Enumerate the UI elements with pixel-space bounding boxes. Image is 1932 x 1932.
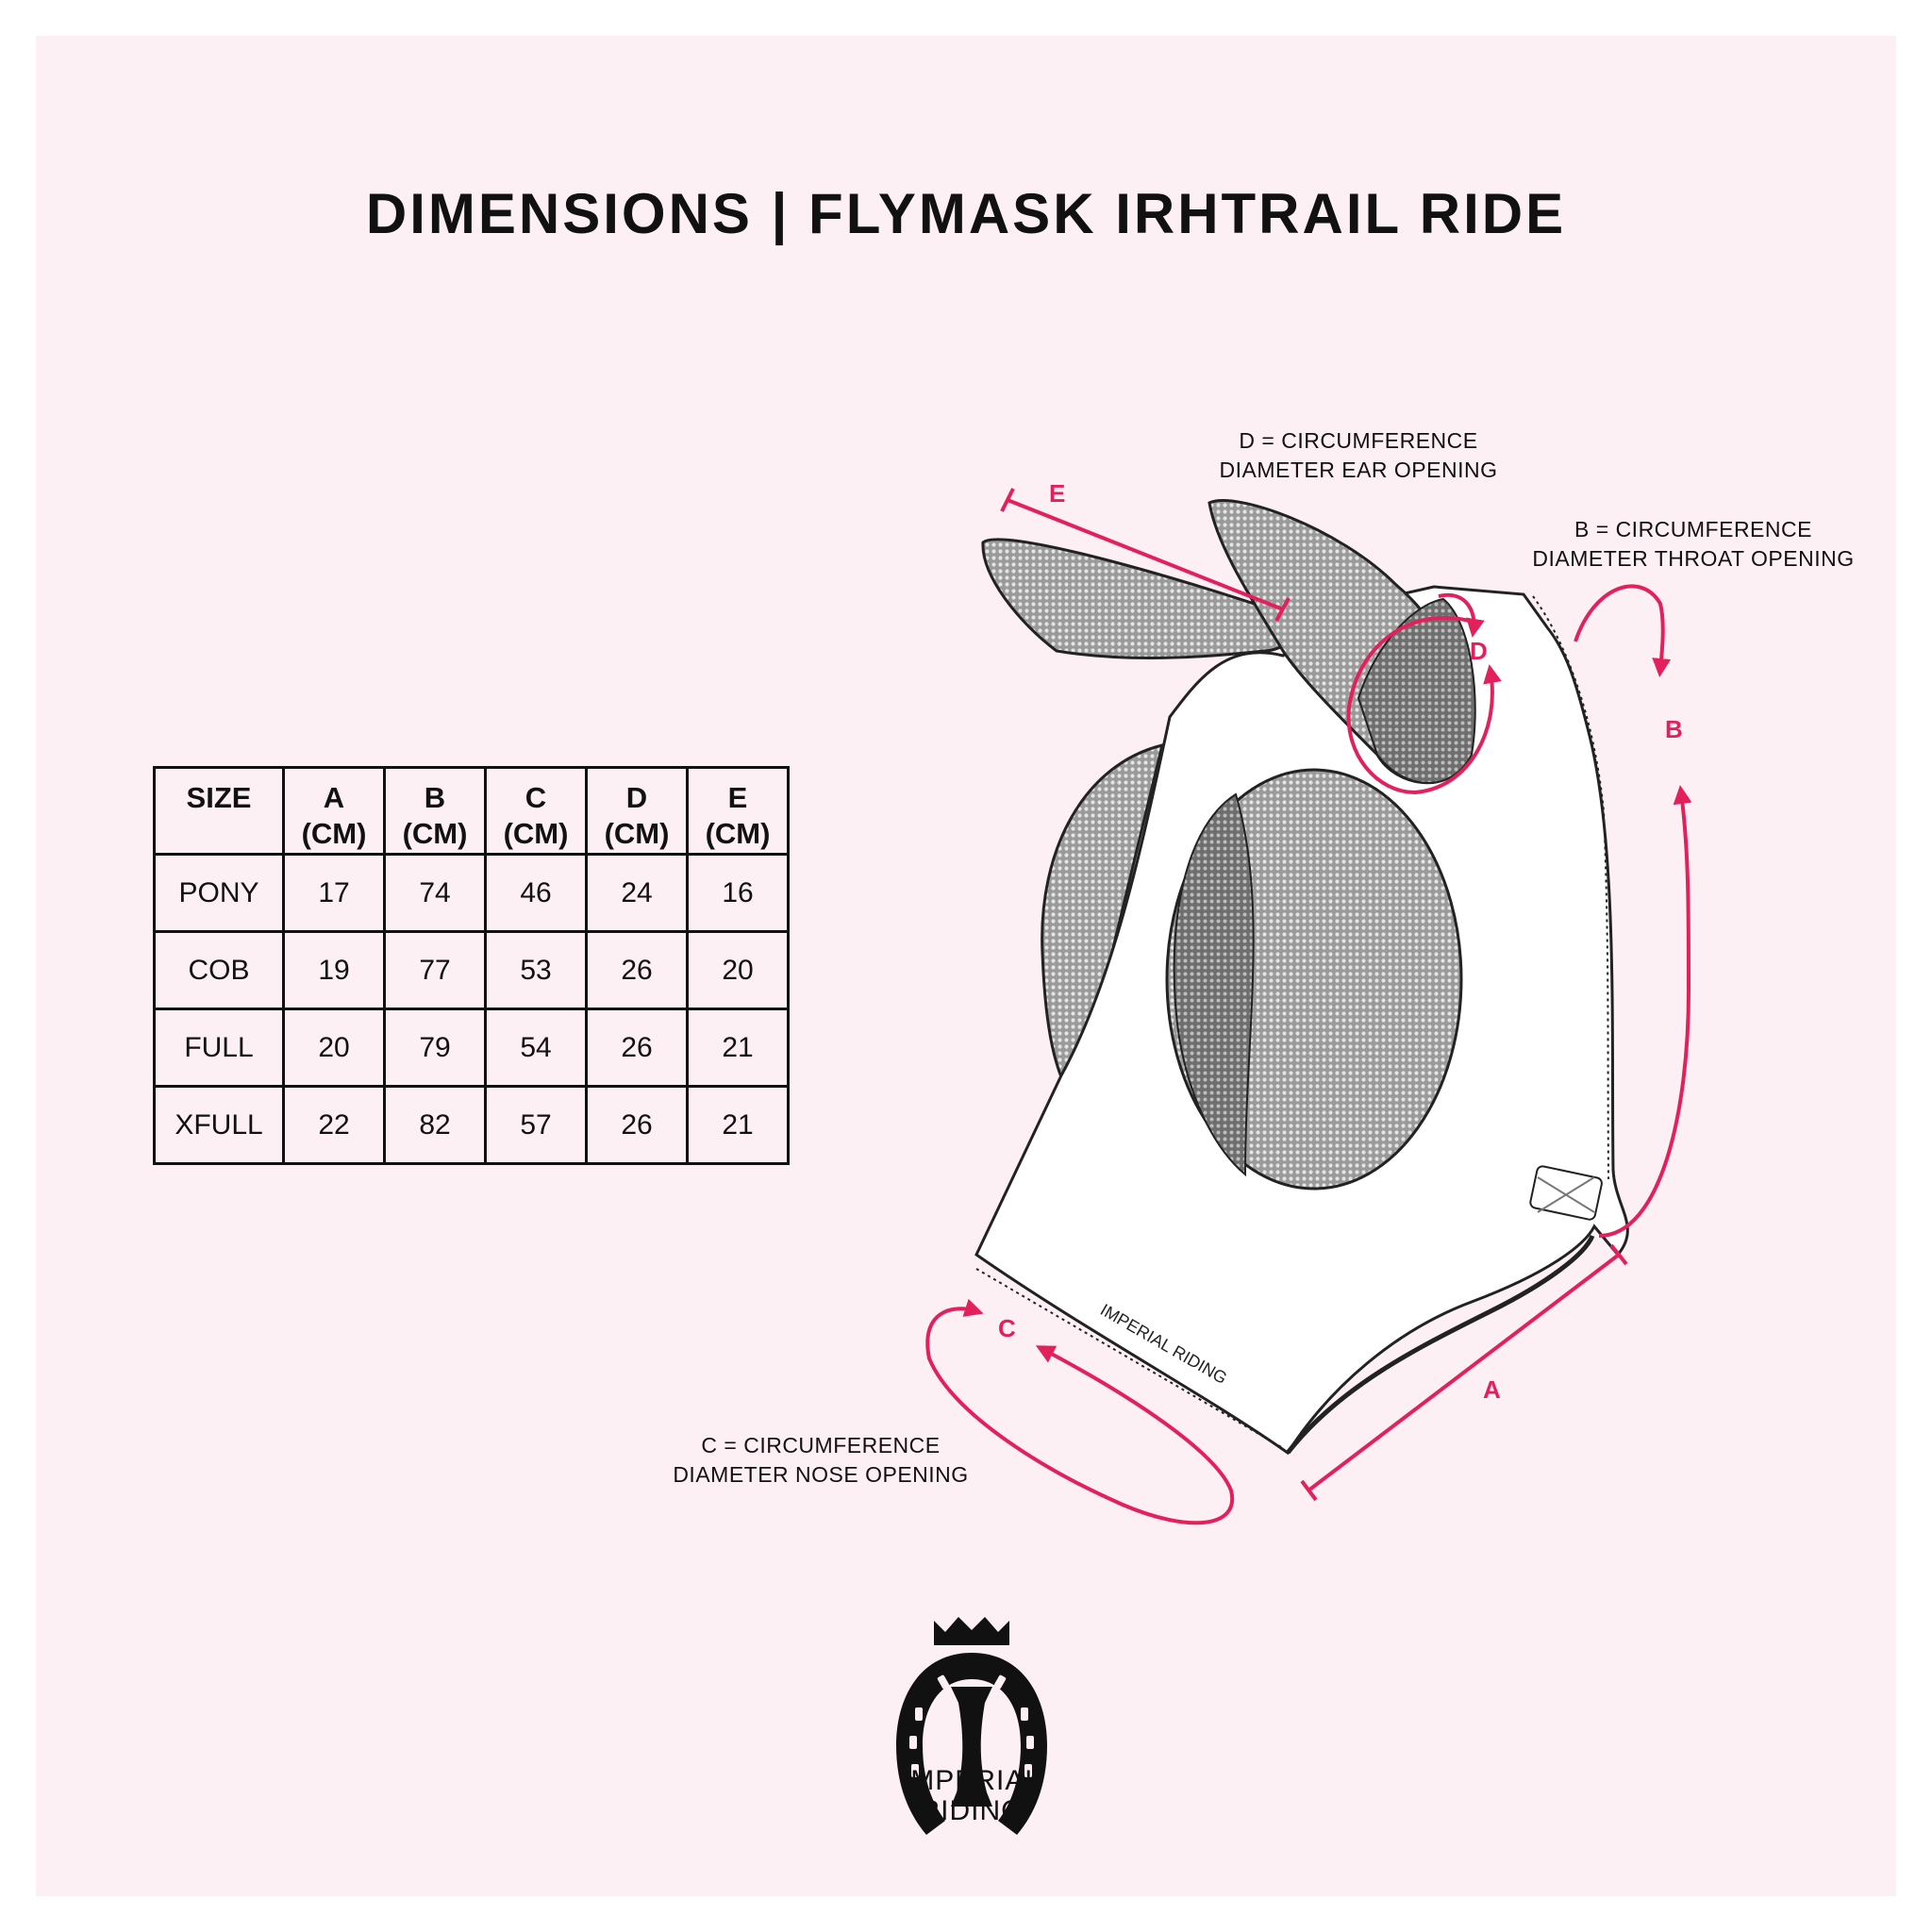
table-row: PONY 17 74 46 24 16 [153, 853, 790, 933]
marker-b: B [1665, 715, 1683, 743]
marker-c: C [998, 1314, 1016, 1342]
cell-d: 26 [585, 1085, 689, 1165]
header-b: B(CM) [383, 766, 487, 856]
dimension-a: A [1300, 1243, 1628, 1502]
cell-d: 26 [585, 930, 689, 1010]
cell-c: 53 [484, 930, 588, 1010]
table-row: COB 19 77 53 26 20 [153, 930, 790, 1010]
cell-b: 82 [383, 1085, 487, 1165]
dimension-c: C [925, 1298, 1235, 1525]
left-ear-mesh [981, 538, 1297, 659]
cell-a: 17 [282, 853, 386, 933]
marker-a: A [1483, 1375, 1501, 1404]
table-row: FULL 20 79 54 26 21 [153, 1008, 790, 1088]
dimension-e: E [1000, 479, 1291, 622]
front-eye-shadow [1173, 792, 1255, 1177]
chin-strap [1286, 1234, 1595, 1455]
cell-size: FULL [153, 1008, 285, 1088]
marker-e: E [1049, 479, 1065, 508]
cell-a: 22 [282, 1085, 386, 1165]
header-c: C(CM) [484, 766, 588, 856]
header-a: A(CM) [282, 766, 386, 856]
page-title: DIMENSIONS | FLYMASK IRHTRAIL RIDE [365, 182, 1567, 245]
dimension-d: D [1346, 592, 1502, 795]
throat-edge-stitching [1532, 595, 1609, 1180]
note-d: D = CIRCUMFERENCE DIAMETER EAR OPENING [1219, 428, 1498, 482]
cell-d: 24 [585, 853, 689, 933]
header-d: D(CM) [585, 766, 689, 856]
cell-d: 26 [585, 1008, 689, 1088]
right-ear-opening [1357, 597, 1476, 784]
note-b: B = CIRCUMFERENCE DIAMETER THROAT OPENIN… [1532, 517, 1855, 571]
size-table: SIZE A(CM) B(CM) C(CM) D(CM) E(CM) PONY … [153, 766, 790, 1165]
cell-c: 46 [484, 853, 588, 933]
marker-d: D [1470, 637, 1488, 665]
cell-size: COB [153, 930, 285, 1010]
cell-c: 57 [484, 1085, 588, 1165]
cell-e: 21 [686, 1008, 790, 1088]
cell-size: XFULL [153, 1085, 285, 1165]
logo-line-1: IMPERIAL [901, 1765, 1042, 1796]
cell-e: 16 [686, 853, 790, 933]
cell-b: 77 [383, 930, 487, 1010]
imperial-riding-logo-icon [896, 1617, 1047, 1835]
cell-size: PONY [153, 853, 285, 933]
dimension-b: B [1574, 584, 1692, 1238]
table-row: XFULL 22 82 57 26 21 [153, 1085, 790, 1165]
cell-b: 74 [383, 853, 487, 933]
back-eye-mesh [1041, 742, 1165, 1108]
cell-b: 79 [383, 1008, 487, 1088]
logo-line-2: RIDING [919, 1795, 1024, 1826]
cell-e: 21 [686, 1085, 790, 1165]
header-size: SIZE [153, 766, 285, 856]
table-header-row: SIZE A(CM) B(CM) C(CM) D(CM) E(CM) [153, 766, 790, 856]
logo-wordmark: IMPERIAL RIDING [849, 1766, 1094, 1826]
cell-a: 19 [282, 930, 386, 1010]
cell-a: 20 [282, 1008, 386, 1088]
header-e: E(CM) [686, 766, 790, 856]
note-c: C = CIRCUMFERENCE DIAMETER NOSE OPENING [673, 1433, 969, 1487]
cell-c: 54 [484, 1008, 588, 1088]
cell-e: 20 [686, 930, 790, 1010]
